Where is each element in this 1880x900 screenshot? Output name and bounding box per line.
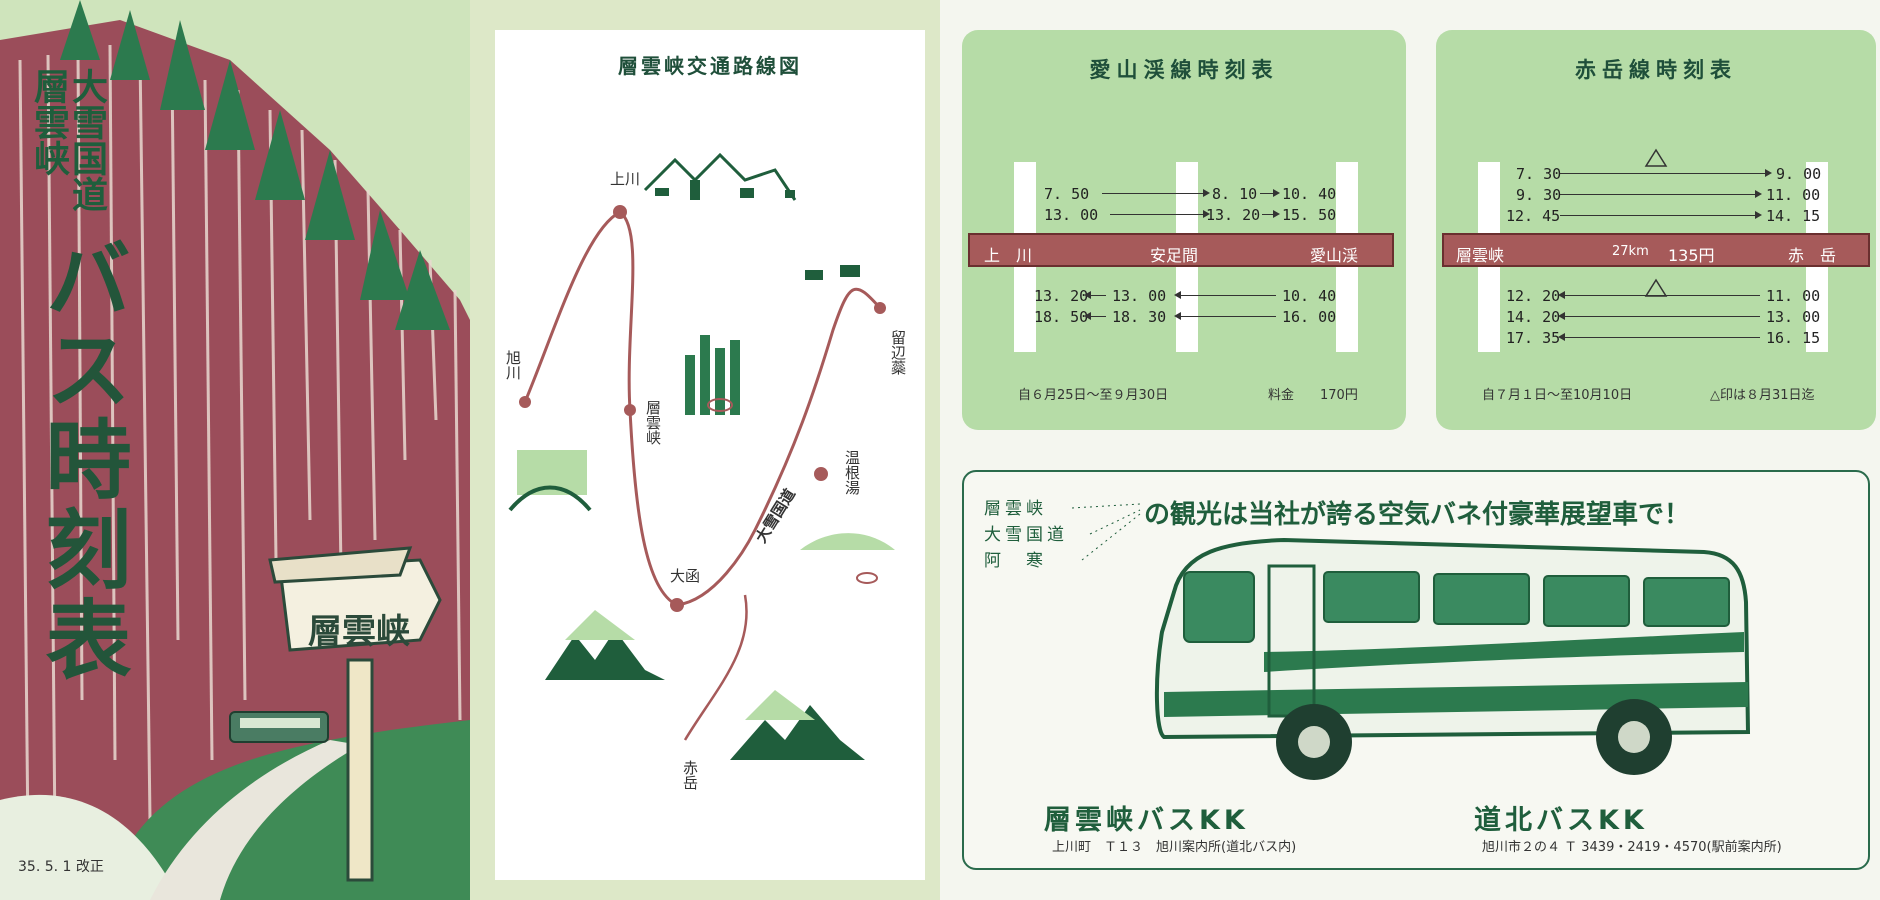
ak-in1-dep: 12. 20 [1506,287,1561,305]
dotted-leaders [1072,503,1141,561]
aizankei-period: 自６月25日～至９月30日 [1018,388,1169,403]
ad-slogan: の観光は当社が誇る空気バネ付豪華展望車で！ [1144,500,1691,530]
route-to: 赤 岳 [1788,246,1837,265]
out2-mid: 13. 20 [1206,206,1261,224]
company-sounkyo-address: 上川町 Ｔ１３ 旭川案内所(道北バス内) [1052,840,1297,855]
ak-out1-dep: 7. 30 [1516,165,1562,183]
bus-advertisement: 層雲峡 大雪国道 阿 寒 の観光は当社が誇る空気バネ付豪華展望車で！ 層雲峡バス… [962,470,1870,870]
arrow [1558,312,1760,320]
route-mid: 安足間 [1150,246,1199,265]
cliff-illustration [0,0,470,900]
aizankei-title: 愛山渓線時刻表 [1089,58,1279,82]
map-label-sounkyo: 層雲峡 [644,400,662,445]
cover-main-title: バス時刻表 [30,235,130,685]
map-label-asahikawa: 旭川 [504,350,522,380]
in2-mid: 18. 30 [1112,308,1167,326]
ad-place-taisetsu: 大雪国道 [984,525,1068,545]
bus-illustration [1154,537,1751,780]
akadake-timetable: 赤岳線時刻表 7. 30 9. 00 9. 30 11. 00 12. 45 1… [1436,30,1876,430]
company-dohoku-address: 旭川市２の４ Ｔ 3439・2419・4570(駅前案内所) [1482,840,1782,855]
route-from: 層雲峡 [1456,246,1505,265]
route-fare: 135円 [1668,246,1715,265]
arrow [1558,291,1760,299]
map-label-rubeshibe: 留辺蘂 [889,330,907,375]
route-distance: 27km [1612,244,1649,259]
map-label-akadake: 赤岳 [681,760,699,790]
akadake-period: 自７月１日～至10月10日 [1482,388,1633,403]
in2-arr: 16. 00 [1282,308,1337,326]
limited-period-marks [1644,148,1668,297]
akadake-route-bar: 層雲峡 27km 135円 赤 岳 [1442,233,1870,267]
akadake-note: △印は８月31日迄 [1710,388,1815,403]
route-to: 愛山渓 [1310,246,1359,265]
arrow [1084,312,1106,320]
arrow [1560,169,1772,177]
ak-in3-arr: 16. 15 [1766,329,1821,347]
route-from: 上 川 [984,246,1033,265]
arrow [1174,291,1276,299]
arrow [1262,210,1280,218]
arrow [1110,210,1210,218]
ak-in3-dep: 17. 35 [1506,329,1561,347]
company-sounkyo-bus: 層雲峡バスKK [1044,805,1249,836]
route-map-title: 層雲峡交通路線図 [618,54,802,78]
in1-dep: 13. 20 [1034,287,1089,305]
arrow [1558,333,1760,341]
ak-out2-dep: 9. 30 [1516,186,1562,204]
arrow [1560,211,1762,219]
in1-mid: 13. 00 [1112,287,1167,305]
in1-arr: 10. 40 [1282,287,1337,305]
out1-arr: 10. 40 [1282,185,1337,203]
aizankei-fare: 料金 170円 [1268,388,1358,403]
map-label-kamikawa: 上川 [610,170,641,188]
cover-subtitle-highway: 大雪国道 [66,68,107,212]
route-map [508,152,895,760]
aizankei-timetable: 愛山渓線時刻表 7. 50 8. 10 10. 40 13. 00 13. 20… [962,30,1406,430]
ad-place-sounkyo: 層雲峡 [984,499,1047,519]
cover-subtitle-sounkyo: 層雲峡 [28,68,69,176]
route-map-panel: 層雲峡交通路線図 上川 旭川 層雲峡 大函 赤岳 留辺蘂 [495,30,925,880]
arrow [1260,189,1280,197]
arrow [1102,189,1210,197]
ak-out2-arr: 11. 00 [1766,186,1821,204]
ak-in1-arr: 11. 00 [1766,287,1821,305]
akadake-title: 赤岳線時刻表 [1575,58,1737,82]
out2-dep: 13. 00 [1044,206,1099,224]
ak-out3-arr: 14. 15 [1766,207,1821,225]
ak-out3-dep: 12. 45 [1506,207,1561,225]
ak-in2-arr: 13. 00 [1766,308,1821,326]
ak-out1-arr: 9. 00 [1776,165,1822,183]
ad-place-akan: 阿 寒 [984,551,1047,571]
arrow [1174,312,1276,320]
signpost-text: 層雲峡 [308,612,410,652]
out1-mid: 8. 10 [1212,185,1258,203]
cover-panel: 大雪国道 層雲峡 バス時刻表 層雲峡 35. 5. 1 改正 [0,0,470,900]
map-label-otaki: 大函 [670,567,701,585]
ak-in2-dep: 14. 20 [1506,308,1561,326]
out2-arr: 15. 50 [1282,206,1337,224]
company-dohoku-bus: 道北バスKK [1474,805,1648,836]
arrow [1084,291,1106,299]
arrow [1560,190,1762,198]
in2-dep: 18. 50 [1034,308,1089,326]
out1-dep: 7. 50 [1044,185,1090,203]
aizankei-route-bar: 上 川 安足間 愛山渓 [968,233,1394,267]
revision-date: 35. 5. 1 改正 [18,859,104,875]
map-label-onneyu: 温根湯 [843,450,861,495]
